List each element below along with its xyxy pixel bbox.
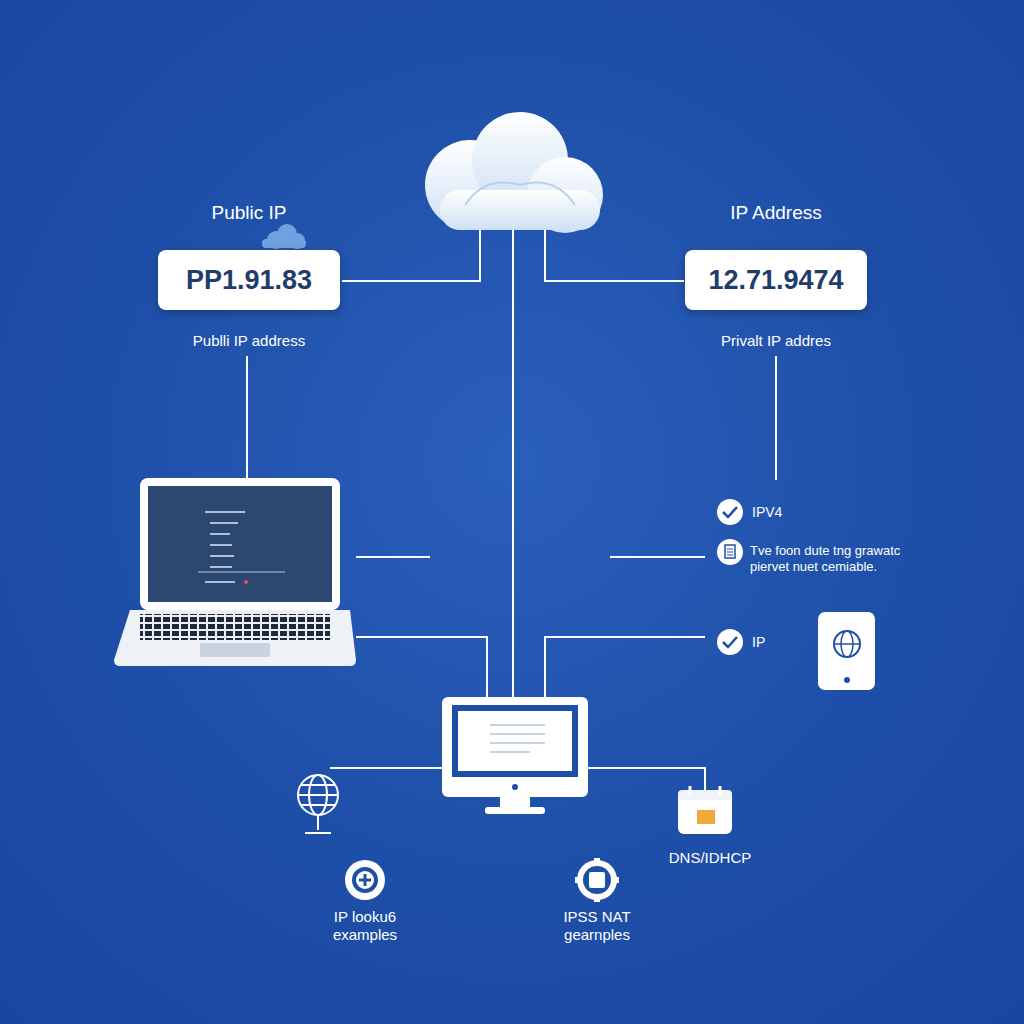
phone-icon — [818, 612, 875, 690]
nat-icon — [575, 858, 619, 902]
ip-value: PP1.91.83 — [186, 265, 312, 296]
lookup-icon — [345, 860, 385, 900]
cloud-icon — [425, 112, 603, 233]
ip-box: PP1.91.83Public IPPublli IP address — [158, 250, 340, 310]
note-text: Tve foon dute tng grawatc piervet nuet c… — [750, 543, 915, 574]
value-box: PP1.91.83 — [158, 250, 340, 310]
laptop-icon — [114, 478, 356, 666]
ip-value: 12.71.9474 — [708, 265, 843, 296]
box-heading: Public IP — [212, 202, 287, 224]
ip-box: 12.71.9474IP AddressPrivalt IP addres — [685, 250, 867, 310]
icon-caption: DNS/IDHCP — [669, 849, 752, 867]
value-box: 12.71.9474 — [685, 250, 867, 310]
calendar-icon — [678, 786, 732, 834]
monitor-icon — [442, 697, 588, 814]
small-cloud — [262, 224, 306, 249]
icon-caption: IPSS NAT gearnples — [532, 908, 662, 944]
list-item: IPV4 — [752, 504, 782, 521]
list-item: IP — [752, 634, 765, 651]
globe-icon — [298, 775, 338, 833]
box-caption: Publli IP address — [193, 332, 305, 349]
list-icons — [717, 499, 743, 655]
box-heading: IP Address — [730, 202, 822, 224]
box-caption: Privalt IP addres — [721, 332, 831, 349]
icon-caption: IP looku6 examples — [300, 908, 430, 944]
